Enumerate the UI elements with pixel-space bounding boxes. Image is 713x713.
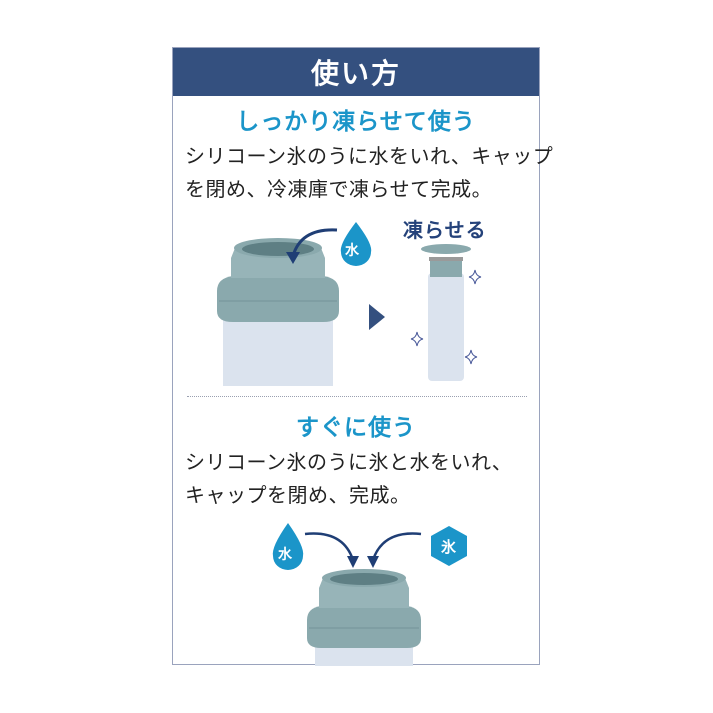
section1-line2: を閉め、冷凍庫で凍らせて完成。 — [185, 177, 493, 201]
water-drop-icon — [272, 523, 304, 570]
arrows-icon — [304, 532, 422, 568]
arrow-icon — [286, 228, 338, 264]
panel-header: 使い方 — [173, 48, 539, 96]
water-drop-icon — [340, 222, 372, 266]
water-badge-text: 水 — [278, 547, 292, 563]
sparkle-icon — [468, 269, 482, 285]
ice-badge-text: 氷 — [441, 538, 457, 556]
usage-panel: 使い方 しっかり凍らせて使う シリコーン氷のうに水をいれ、キャップ を閉め、冷凍… — [172, 47, 554, 666]
bottle-open-illustration — [217, 238, 339, 386]
section2-line1: シリコーン氷のうに氷と水をいれ、 — [185, 450, 513, 474]
header-title: 使い方 — [310, 57, 401, 90]
section2-heading: すぐに使う — [296, 415, 416, 441]
ice-hexagon-icon — [431, 526, 467, 566]
section2-text: シリコーン氷のうに氷と水をいれ、 キャップを閉め、完成。 — [185, 446, 533, 512]
section1-heading: しっかり凍らせて使う — [236, 109, 476, 135]
sparkle-icon — [464, 349, 478, 365]
freeze-label: 凍らせる — [403, 218, 487, 242]
water-badge-text: 水 — [345, 243, 359, 259]
section1-line1: シリコーン氷のうに水をいれ、キャップ — [185, 144, 554, 168]
section-divider — [187, 396, 527, 397]
section2-line2: キャップを閉め、完成。 — [185, 483, 411, 507]
bottle-open-illustration — [307, 569, 421, 666]
section1-text: シリコーン氷のうに水をいれ、キャップ を閉め、冷凍庫で凍らせて完成。 — [185, 140, 554, 206]
next-step-triangle-icon — [369, 304, 385, 330]
sparkle-icon — [410, 331, 424, 347]
frozen-ice-pack-illustration — [421, 244, 471, 381]
